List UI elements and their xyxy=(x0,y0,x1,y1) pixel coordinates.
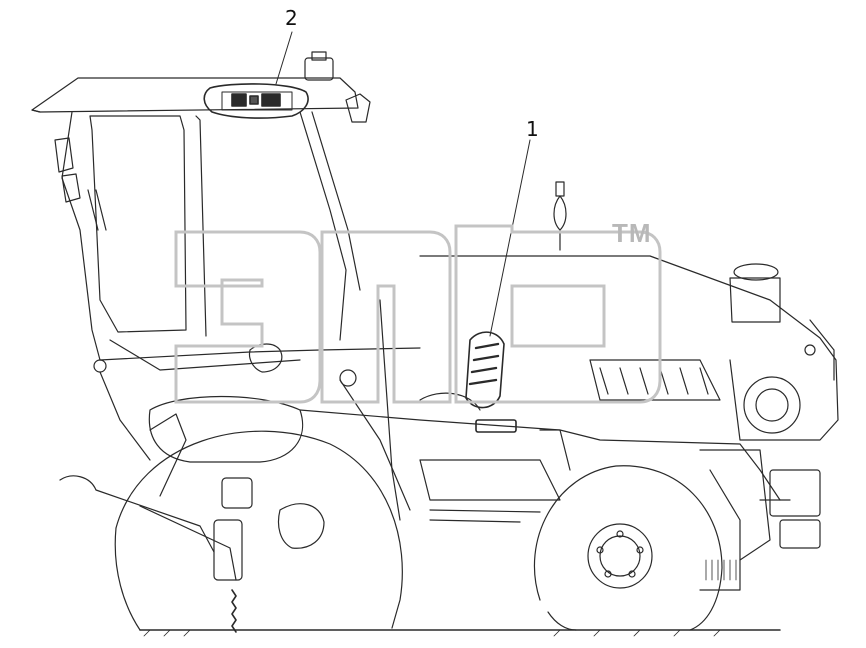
part-1-hood-decal xyxy=(465,331,517,433)
callout-label-1: 1 xyxy=(526,117,539,141)
chassis xyxy=(148,299,781,561)
engine-hood xyxy=(419,181,839,441)
rear-wheel xyxy=(114,430,403,631)
part-2-roof-unit xyxy=(203,83,309,119)
rear-hitch xyxy=(59,359,325,633)
ground-line xyxy=(139,629,781,637)
cab-roof xyxy=(31,51,371,123)
front-assembly xyxy=(699,469,821,591)
trademark-mark: TM xyxy=(612,218,652,248)
callout-label-2: 2 xyxy=(285,6,298,30)
cab-frame xyxy=(54,111,421,371)
callout-leaders xyxy=(275,31,531,337)
front-wheel xyxy=(533,465,723,631)
